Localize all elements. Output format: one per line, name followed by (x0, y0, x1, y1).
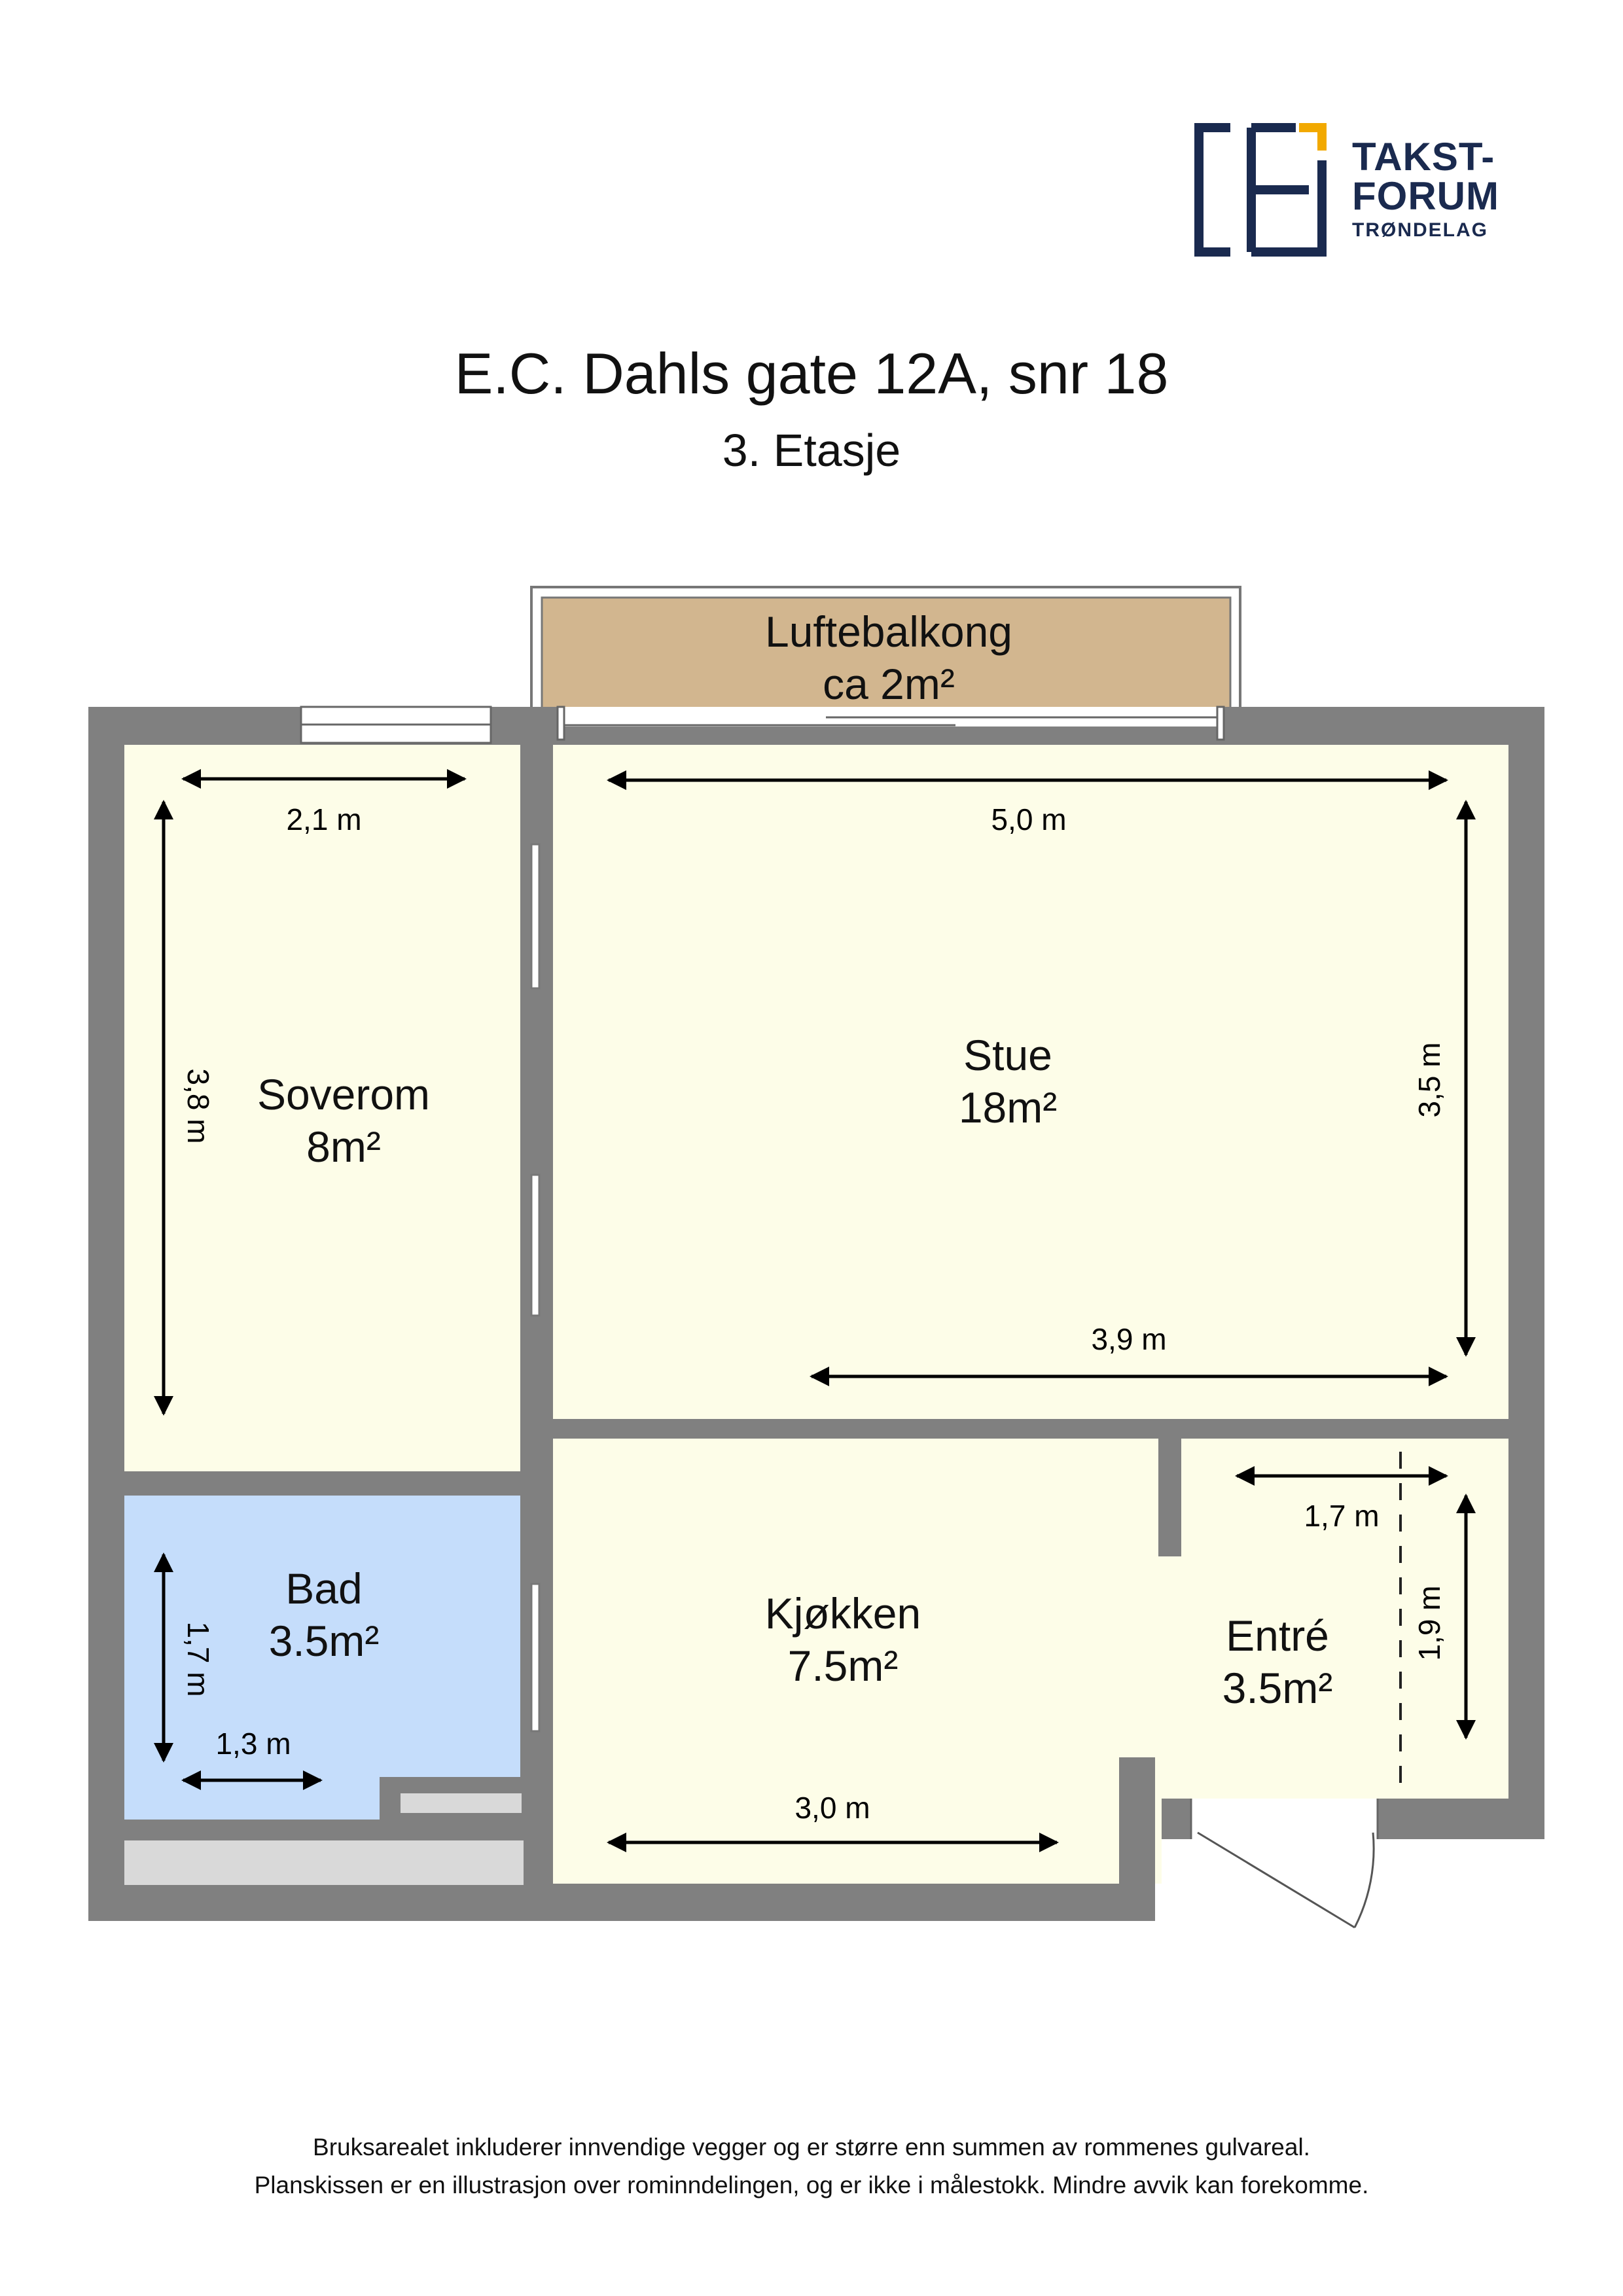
living-name: Stue (963, 1031, 1052, 1079)
wall-kitchen-hall (1158, 1439, 1181, 1556)
wall-bedroom-bath (124, 1471, 524, 1496)
kitchen-area: 7.5m² (788, 1641, 899, 1690)
bath-floor (124, 1496, 520, 1820)
bedroom-area: 8m² (306, 1122, 381, 1171)
logo-text-line2: FORUM (1352, 174, 1499, 218)
entrance-door-leaf (1197, 1831, 1355, 1929)
bath-name: Bad (285, 1564, 362, 1613)
logo-text-line3: TRØNDELAG (1352, 219, 1488, 241)
dim-label-hall-height: 1,9 m (1412, 1585, 1446, 1660)
dim-label-hall-width: 1,7 m (1304, 1499, 1379, 1533)
door-frame-right (1216, 706, 1225, 741)
entrance-opening (1191, 1799, 1378, 1839)
hall-floor (1181, 1439, 1508, 1799)
dim-label-living-lower: 3,9 m (1091, 1322, 1166, 1356)
dim-label-living-height: 3,5 m (1412, 1042, 1446, 1117)
hall-name: Entré (1226, 1611, 1329, 1660)
dim-label-bedroom-width: 2,1 m (286, 802, 361, 836)
dim-label-bath-height: 1,7 m (181, 1621, 215, 1696)
sliding-door-lower (530, 1174, 541, 1317)
living-area: 18m² (959, 1083, 1057, 1132)
bath-door (530, 1583, 541, 1732)
balcony-name: Luftebalkong (765, 607, 1012, 656)
page-subtitle: 3. Etasje (722, 425, 901, 476)
bath-storage (124, 1840, 524, 1885)
dim-label-bedroom-height: 3,8 m (181, 1068, 215, 1143)
wall-bedroom-living (524, 745, 553, 810)
wall-bedroom-living-mid (524, 995, 553, 1172)
kitchen-name: Kjøkken (765, 1589, 921, 1638)
wall-living-kitchen (753, 1419, 1508, 1439)
hall-area: 3.5m² (1222, 1664, 1333, 1712)
logo-text-line1: TAKST- (1352, 135, 1495, 179)
balcony-area: ca 2m² (823, 660, 955, 708)
wall-kitchen-bottom-stub (1119, 1757, 1155, 1921)
living-floor (553, 745, 1508, 1419)
takstforum-logo-icon (1194, 123, 1327, 257)
wall-bath-kitchen-low (524, 1734, 553, 1921)
dim-label-bath-width: 1,3 m (215, 1727, 291, 1761)
sliding-door-upper (530, 843, 541, 990)
footer-note-1: Bruksarealet inkluderer innvendige vegge… (313, 2134, 1310, 2161)
door-frame-left (556, 706, 565, 741)
dim-label-living-width: 5,0 m (991, 802, 1066, 836)
bath-shelf (401, 1793, 522, 1813)
dim-label-kitchen-width: 3,0 m (794, 1791, 870, 1825)
kitchen-floor (553, 1439, 1162, 1884)
footer-note-2: Planskissen er en illustrasjon over romi… (254, 2172, 1369, 2198)
bedroom-floor (124, 745, 520, 1471)
wall-bedroom-living-low (524, 1355, 553, 1554)
balcony-floor (541, 596, 1232, 719)
entrance-door-swing (1353, 1832, 1375, 1928)
bath-area: 3.5m² (269, 1617, 380, 1665)
bedroom-name: Soverom (257, 1070, 430, 1119)
page-title: E.C. Dahls gate 12A, snr 18 (454, 341, 1169, 406)
